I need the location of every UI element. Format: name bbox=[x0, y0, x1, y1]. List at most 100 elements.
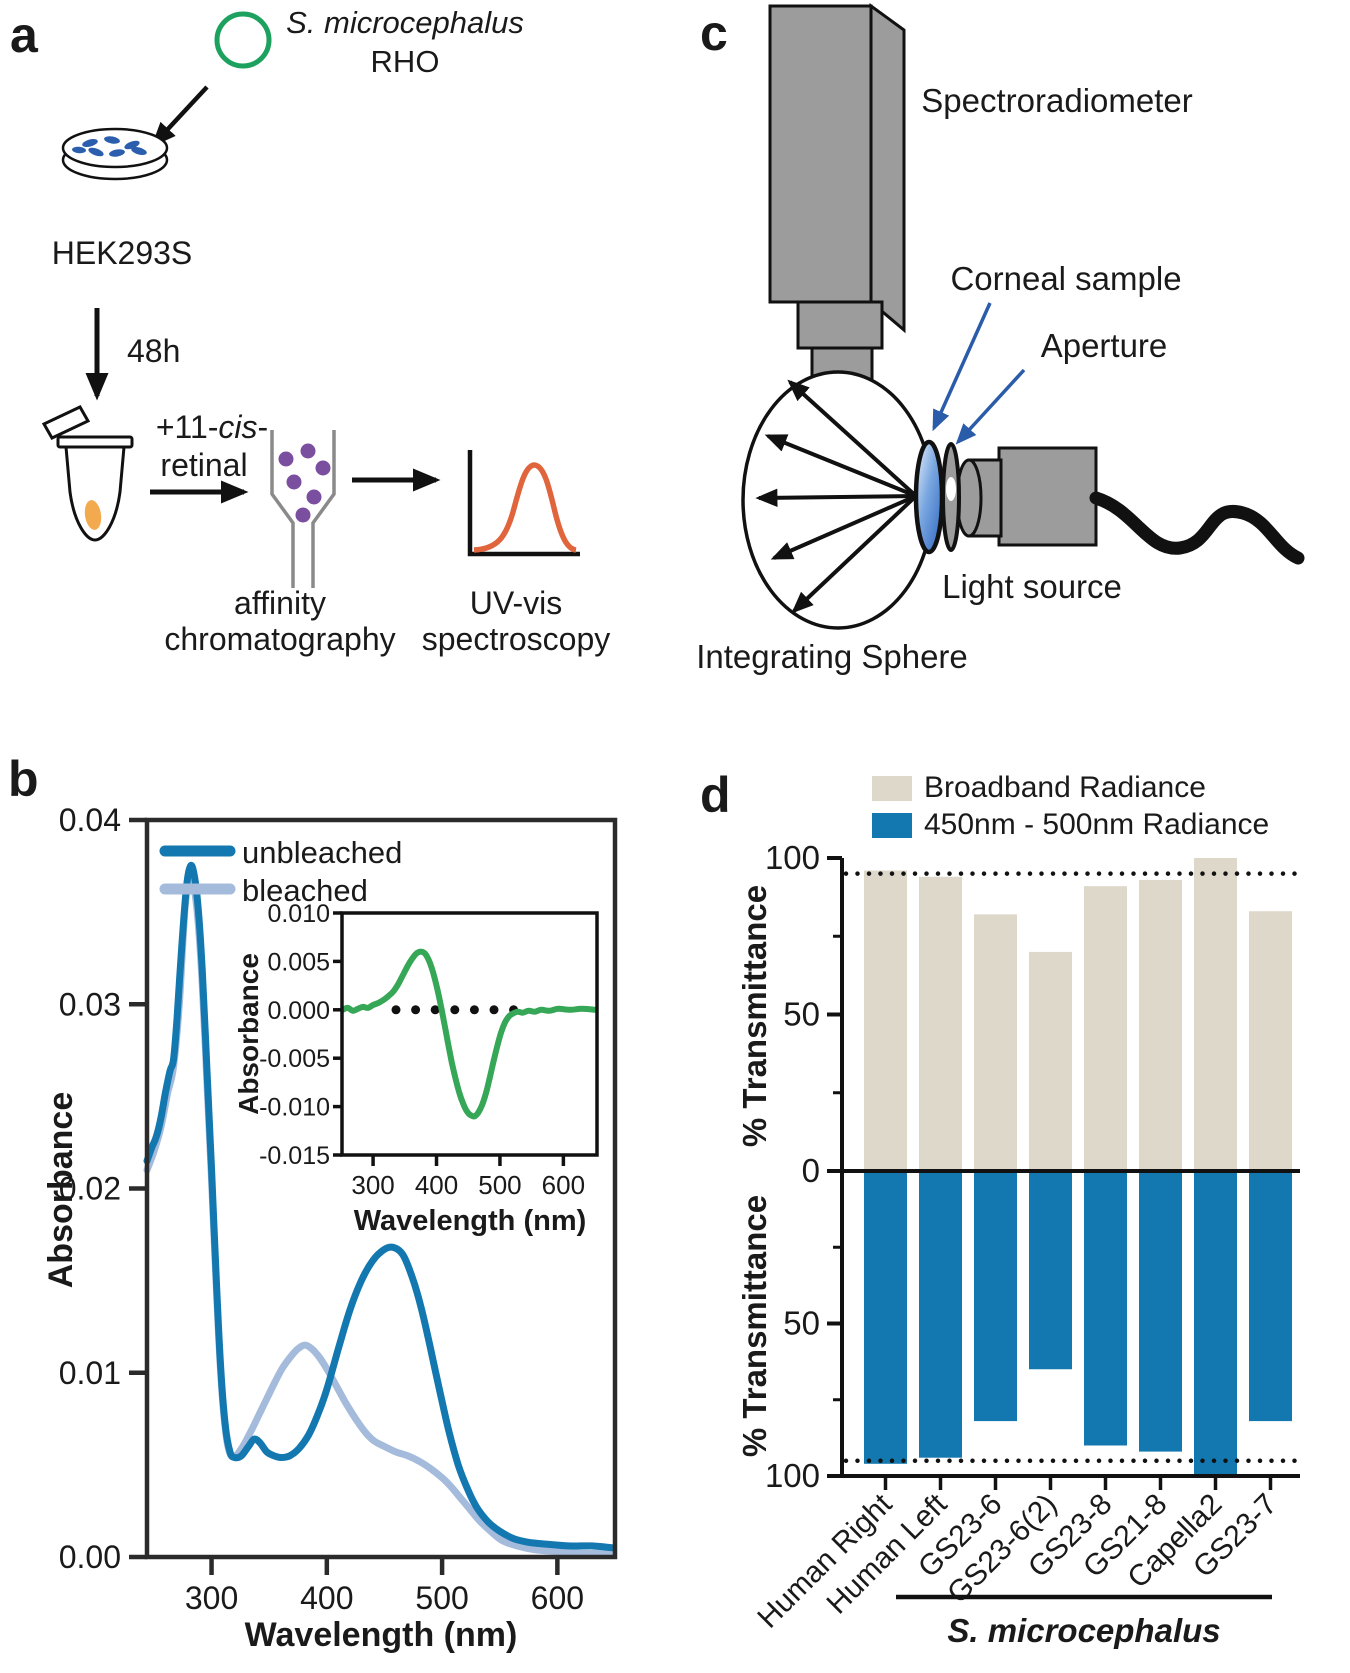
bar-450-500-7 bbox=[1249, 1171, 1292, 1422]
b-y-tick-label: 0.03 bbox=[59, 986, 121, 1022]
d-top-tick-label: 100 bbox=[765, 839, 820, 876]
inset-x-tick-label: 300 bbox=[351, 1170, 394, 1200]
plasmid-species-label: S. microcephalus bbox=[286, 5, 524, 40]
transfection-arrow bbox=[151, 85, 209, 147]
panel-c: c Spectroradiometer Corneal sam bbox=[696, 3, 1305, 675]
inset-zero-dot bbox=[430, 1005, 440, 1015]
microcentrifuge-tube-icon bbox=[41, 405, 134, 542]
corneal-sample-lens-icon bbox=[913, 439, 945, 555]
bar-450-500-2 bbox=[974, 1171, 1017, 1422]
inset-y-tick-label: -0.010 bbox=[259, 1094, 330, 1122]
b-y-axis-title: Absorbance bbox=[42, 1092, 80, 1289]
affinity-label-line1: affinity bbox=[234, 585, 326, 621]
curve-difference bbox=[339, 948, 599, 1120]
inset-y-tick-label: 0.005 bbox=[267, 948, 330, 976]
corneal-sample-label: Corneal sample bbox=[950, 260, 1181, 297]
incubation-time-label: 48h bbox=[127, 333, 180, 369]
group-label: S. microcephalus bbox=[947, 1612, 1220, 1649]
bar-450-500-0 bbox=[864, 1171, 907, 1464]
inset-y-tick-label: -0.005 bbox=[259, 1045, 330, 1073]
plot-frame bbox=[144, 817, 618, 1560]
inset-zero-dot bbox=[411, 1005, 421, 1015]
affinity-label-line2: chromatography bbox=[164, 621, 395, 657]
affinity-column-icon bbox=[270, 430, 336, 588]
aperture-disk-icon bbox=[941, 442, 961, 552]
scattered-light-arrows bbox=[755, 379, 918, 614]
bar-broadband-3 bbox=[1029, 951, 1072, 1171]
inset-x-tick-label: 400 bbox=[415, 1170, 458, 1200]
bar-broadband-6 bbox=[1194, 858, 1237, 1171]
panel-d: d Broadband Radiance 450nm - 500nm Radia… bbox=[700, 767, 1301, 1649]
b-x-tick-label: 500 bbox=[415, 1580, 468, 1616]
light-source-cable bbox=[1089, 491, 1305, 565]
uvvis-label-line1: UV-vis bbox=[470, 585, 562, 621]
light-source-label: Light source bbox=[942, 568, 1122, 605]
bar-450-500-5 bbox=[1139, 1171, 1182, 1452]
inset-x-tick-label: 600 bbox=[542, 1170, 585, 1200]
inset-y-axis-title: Absorbance bbox=[233, 953, 264, 1115]
bar-broadband-0 bbox=[864, 870, 907, 1171]
b-y-tick-label: 0.02 bbox=[59, 1171, 121, 1207]
plasmid-icon bbox=[214, 11, 272, 69]
light-source-icon bbox=[955, 446, 1305, 565]
legend-label-broadband: Broadband Radiance bbox=[924, 771, 1206, 804]
inset-zero-dot bbox=[469, 1005, 479, 1015]
bar-broadband-2 bbox=[974, 914, 1017, 1171]
d-bottom-tick-label: 100 bbox=[765, 1457, 820, 1494]
inset-zero-dot bbox=[450, 1005, 460, 1015]
panel-c-label: c bbox=[700, 5, 728, 61]
d-top-tick-label: 50 bbox=[783, 996, 820, 1033]
bar-broadband-1 bbox=[919, 876, 962, 1171]
cells-icon bbox=[72, 136, 147, 157]
inset-x-axis-title: Wavelength (nm) bbox=[354, 1205, 587, 1237]
bar-broadband-7 bbox=[1249, 911, 1292, 1171]
cell-line-label: HEK293S bbox=[52, 235, 193, 271]
bar-broadband-5 bbox=[1139, 879, 1182, 1171]
inset-frame bbox=[340, 911, 599, 1157]
spectroradiometer-label: Spectroradiometer bbox=[921, 82, 1192, 119]
d-top-tick-label: 0 bbox=[802, 1152, 820, 1189]
bar-450-500-1 bbox=[919, 1171, 962, 1458]
inset-zero-dot bbox=[391, 1005, 401, 1015]
b-x-tick-label: 300 bbox=[185, 1580, 238, 1616]
inset-y-tick-label: 0.000 bbox=[267, 997, 330, 1025]
panel-d-label: d bbox=[700, 767, 731, 823]
legend-label-bleached: bleached bbox=[242, 873, 368, 908]
retinal-label-line1: +11-cis- bbox=[156, 409, 268, 445]
plasmid-gene-label: RHO bbox=[371, 44, 440, 79]
spectroradiometer-icon bbox=[768, 3, 906, 396]
petri-dish-icon bbox=[61, 127, 169, 181]
b-x-tick-label: 400 bbox=[300, 1580, 353, 1616]
panel-b-label: b bbox=[8, 751, 39, 807]
b-y-tick-label: 0.04 bbox=[59, 802, 121, 838]
d-y-axis-title-top: % Transmittance bbox=[736, 885, 773, 1147]
inset-y-tick-label: -0.015 bbox=[259, 1142, 330, 1170]
uvvis-spectrum-curve bbox=[473, 462, 577, 553]
inset-zero-dot bbox=[489, 1005, 499, 1015]
bar-450-500-3 bbox=[1029, 1171, 1072, 1370]
legend-label-unbleached: unbleached bbox=[242, 835, 402, 870]
legend-swatch-broadband bbox=[872, 776, 912, 801]
bar-broadband-4 bbox=[1084, 886, 1127, 1171]
panel-b-plot: 300 400 500 600 0.00 0.01 0.02 0.03 0.04 bbox=[59, 802, 617, 1616]
b-y-tick-label: 0.01 bbox=[59, 1355, 121, 1391]
uvvis-label-line2: spectroscopy bbox=[422, 621, 611, 657]
legend-label-450-500: 450nm - 500nm Radiance bbox=[924, 808, 1269, 841]
curve-unbleached bbox=[143, 861, 617, 1552]
inset-y-tick-label: 0.010 bbox=[267, 900, 330, 928]
integrating-sphere-label: Integrating Sphere bbox=[696, 638, 968, 675]
d-bottom-tick-label: 50 bbox=[783, 1305, 820, 1342]
b-x-axis-title: Wavelength (nm) bbox=[245, 1616, 518, 1654]
panel-b: b 300 400 500 600 0.00 0.01 0.02 0.03 0.04 unble… bbox=[8, 751, 618, 1654]
bar-450-500-4 bbox=[1084, 1171, 1127, 1446]
beads-icon bbox=[278, 443, 331, 523]
aperture-label: Aperture bbox=[1041, 327, 1168, 364]
legend-swatch-450-500 bbox=[872, 813, 912, 838]
d-y-axis-title-bottom: % Transmittance bbox=[736, 1195, 773, 1457]
bar-450-500-6 bbox=[1194, 1171, 1237, 1476]
inset-x-tick-label: 500 bbox=[478, 1170, 521, 1200]
b-y-tick-label: 0.00 bbox=[59, 1539, 121, 1575]
corneal-sample-pointer-arrow bbox=[932, 302, 992, 432]
b-x-tick-label: 600 bbox=[531, 1580, 584, 1616]
